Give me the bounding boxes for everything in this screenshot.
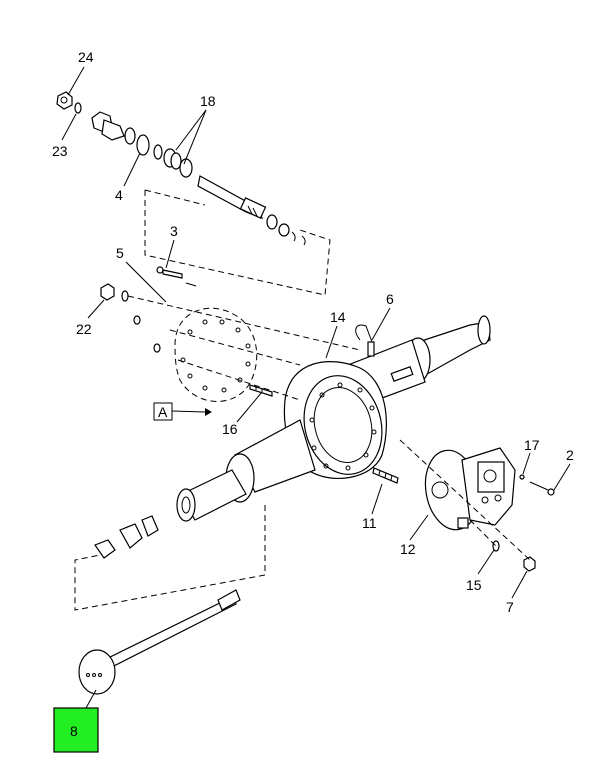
stud-11 bbox=[372, 467, 399, 484]
nut-7 bbox=[523, 556, 536, 572]
callout-18[interactable]: 18 bbox=[200, 93, 216, 109]
axle-shaft-8 bbox=[78, 589, 241, 695]
nut-22 bbox=[100, 283, 161, 353]
bearing-18 bbox=[163, 148, 193, 178]
pinion-shaft bbox=[197, 175, 306, 246]
bolt-3 bbox=[156, 266, 197, 287]
callout-2[interactable]: 2 bbox=[566, 447, 574, 463]
breather-6 bbox=[355, 324, 375, 357]
axle-housing-14 bbox=[176, 315, 491, 522]
callout-15[interactable]: 15 bbox=[466, 577, 482, 593]
gasket-5 bbox=[174, 307, 258, 402]
callout-4[interactable]: 4 bbox=[115, 187, 123, 203]
callout-17[interactable]: 17 bbox=[524, 437, 540, 453]
view-a-marker[interactable]: A bbox=[158, 404, 168, 420]
yoke-assembly bbox=[91, 111, 163, 160]
stud-16 bbox=[249, 384, 273, 397]
callout-23[interactable]: 23 bbox=[52, 143, 68, 159]
view-a-marker-box[interactable] bbox=[153, 402, 173, 421]
bolt-2 bbox=[519, 474, 555, 496]
washer-15 bbox=[492, 540, 500, 552]
wheel-end-hardware bbox=[94, 515, 159, 559]
dashed-group-upper bbox=[144, 190, 331, 296]
callout-8[interactable]: 8 bbox=[70, 723, 78, 739]
callout-3[interactable]: 3 bbox=[170, 223, 178, 239]
callout-8-highlight[interactable] bbox=[53, 707, 99, 753]
callout-6[interactable]: 6 bbox=[386, 291, 394, 307]
nut-24 bbox=[56, 91, 73, 110]
callout-16[interactable]: 16 bbox=[222, 421, 238, 437]
dashed-group-lower bbox=[74, 505, 266, 611]
callout-14[interactable]: 14 bbox=[330, 309, 346, 325]
callout-22[interactable]: 22 bbox=[76, 321, 92, 337]
washer-23 bbox=[74, 102, 82, 114]
callout-11[interactable]: 11 bbox=[362, 515, 377, 531]
carrier-12 bbox=[424, 447, 516, 531]
callout-12[interactable]: 12 bbox=[400, 541, 416, 557]
callout-7[interactable]: 7 bbox=[506, 599, 514, 615]
callout-24[interactable]: 24 bbox=[78, 49, 94, 65]
callout-5[interactable]: 5 bbox=[116, 245, 124, 261]
